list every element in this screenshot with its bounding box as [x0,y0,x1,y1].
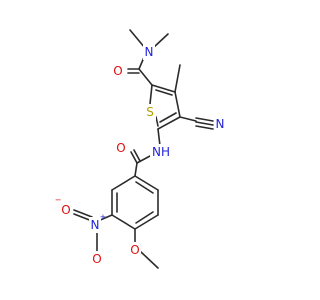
bond-amide-o-1 [130,151,138,164]
bond-cn-triple-2 [195,121,214,126]
bond-c2-c3 [151,84,176,93]
atom-s-thiophene: S [146,105,154,119]
bond-amide-benzene [134,162,138,177]
bond-nitro-o-up-2 [73,209,93,218]
bond-c4-cn [179,116,197,122]
bond-s-c5 [155,116,159,127]
atom-labels: O N S N NH O N + O − O O [55,44,226,267]
bond-c2-s [149,84,153,105]
bond-c4-c5 [157,116,181,130]
bond-b6-b1-inner [135,181,154,194]
bond-nh-amide [136,155,151,164]
bond-c2-c3-inner [155,89,173,96]
atom-o-amide: O [116,141,125,155]
atom-nh-amide: NH [152,145,170,159]
atom-o-methoxy: O [130,243,139,257]
atom-n-nitro: N [91,218,100,232]
bond-n-methyl-left [129,29,146,49]
bond-c3-methyl [174,64,181,93]
atom-o-carbonyl: O [113,64,122,78]
bond-carbonyl-c2 [138,68,153,86]
bond-o-methyl [140,251,159,269]
bonds [73,29,214,269]
atom-n-cyano: N [216,117,225,131]
atom-n-dimethyl: N [145,45,154,59]
bond-b4-b5-inner [135,211,154,224]
bond-b6-b1 [134,175,159,191]
bond-b4-b5 [134,214,159,230]
atom-n-nitro-charge: + [100,213,107,222]
bond-cn-triple-1 [195,117,214,122]
bond-c5-nh [157,128,161,147]
bond-c4-c5-inner [159,112,177,123]
bond-b3-b4 [111,214,136,230]
bond-b1-b2 [111,175,136,191]
atom-o-nitro: O [92,252,101,266]
bond-n-methyl-right [152,33,169,49]
molecule-diagram: O N S N NH O N + O − O O [54,29,226,269]
bond-c3-c4 [174,91,181,118]
bond-amide-o-2 [133,149,141,162]
bond-cn-triple-3 [195,125,214,130]
atom-o-nitro-anion: O [61,203,70,217]
atom-o-nitro-charge: − [55,196,62,205]
structure-svg: O N S N NH O N + O − O O [55,29,226,269]
